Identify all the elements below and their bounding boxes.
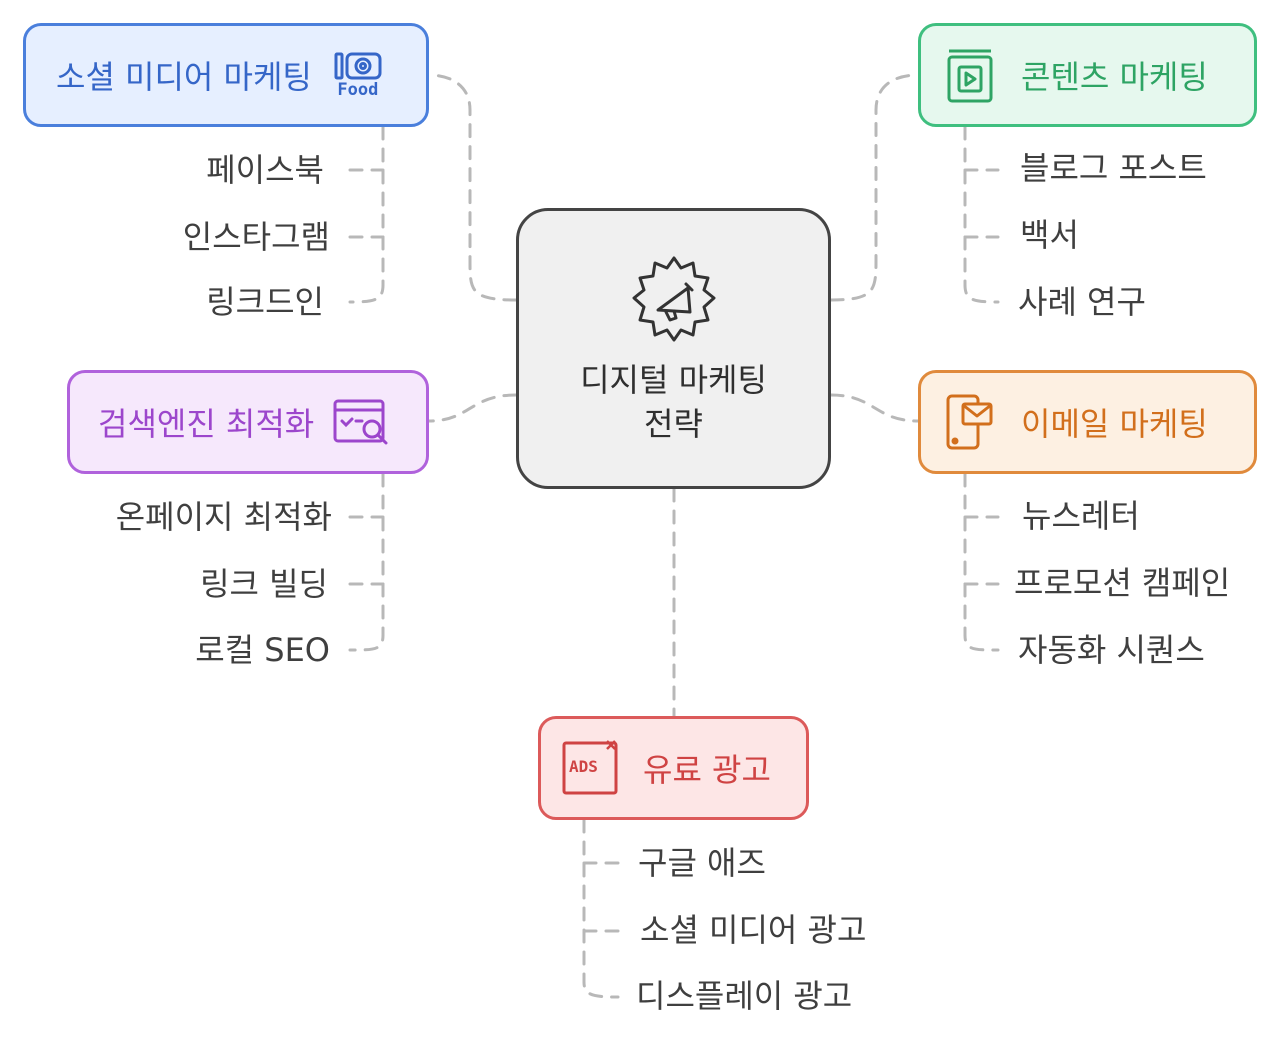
megaphone-gear-icon — [626, 252, 722, 348]
link-center-email — [829, 393, 920, 423]
content-marketing-title: 콘텐츠 마케팅 — [1021, 58, 1208, 96]
social-media-node: 소셜 미디어 마케팅 Food — [23, 23, 429, 127]
social-item-instagram: 인스타그램 — [182, 218, 330, 256]
search-browser-icon — [332, 397, 390, 447]
ads-icon: ADS — [561, 739, 621, 797]
seo-item-local-seo: 로컬 SEO — [195, 631, 330, 669]
seo-node: 검색엔진 최적화 — [67, 370, 429, 474]
link-ads-leaves — [582, 818, 620, 999]
email-item-automation-sequence: 자동화 시퀀스 — [1018, 631, 1205, 669]
link-center-seo — [427, 393, 518, 423]
mobile-mail-icon — [945, 392, 995, 452]
paid-ads-title: 유료 광고 — [643, 751, 771, 789]
content-item-case-study: 사례 연구 — [1018, 283, 1146, 321]
content-item-whitepaper: 백서 — [1020, 216, 1079, 254]
video-content-icon — [945, 47, 995, 103]
link-center-content — [829, 73, 920, 302]
central-title: 디지털 마케팅 전략 — [580, 360, 767, 443]
content-marketing-node: 콘텐츠 마케팅 — [918, 23, 1257, 127]
central-node: 디지털 마케팅 전략 — [516, 208, 831, 489]
email-item-newsletter: 뉴스레터 — [1022, 497, 1140, 535]
email-marketing-title: 이메일 마케팅 — [1021, 405, 1208, 443]
seo-title: 검색엔진 최적화 — [98, 405, 315, 443]
ads-icon-text: ADS — [569, 757, 598, 776]
ads-item-social-media-ads: 소셜 미디어 광고 — [640, 911, 867, 949]
email-item-promo-campaign: 프로모션 캠페인 — [1014, 564, 1231, 602]
social-item-facebook: 페이스북 — [206, 151, 324, 189]
ads-item-google-ads: 구글 애즈 — [638, 844, 766, 882]
email-marketing-node: 이메일 마케팅 — [918, 370, 1257, 474]
link-seo-leaves — [348, 472, 385, 652]
link-content-leaves — [963, 125, 1000, 304]
seo-item-onpage: 온페이지 최적화 — [115, 498, 332, 536]
seo-item-link-building: 링크 빌딩 — [200, 565, 328, 603]
food-icon-text: Food — [337, 80, 379, 100]
social-media-title: 소셜 미디어 마케팅 — [56, 58, 312, 96]
link-center-social — [427, 73, 518, 302]
link-email-leaves — [963, 472, 1000, 652]
link-social-leaves — [348, 125, 385, 304]
ads-item-display-ads: 디스플레이 광고 — [636, 977, 853, 1015]
paid-ads-node: ADS 유료 광고 — [538, 716, 809, 820]
content-item-blog-post: 블로그 포스트 — [1020, 149, 1207, 187]
camera-food-icon: Food — [334, 51, 382, 99]
social-item-linkedin: 링크드인 — [206, 283, 324, 321]
